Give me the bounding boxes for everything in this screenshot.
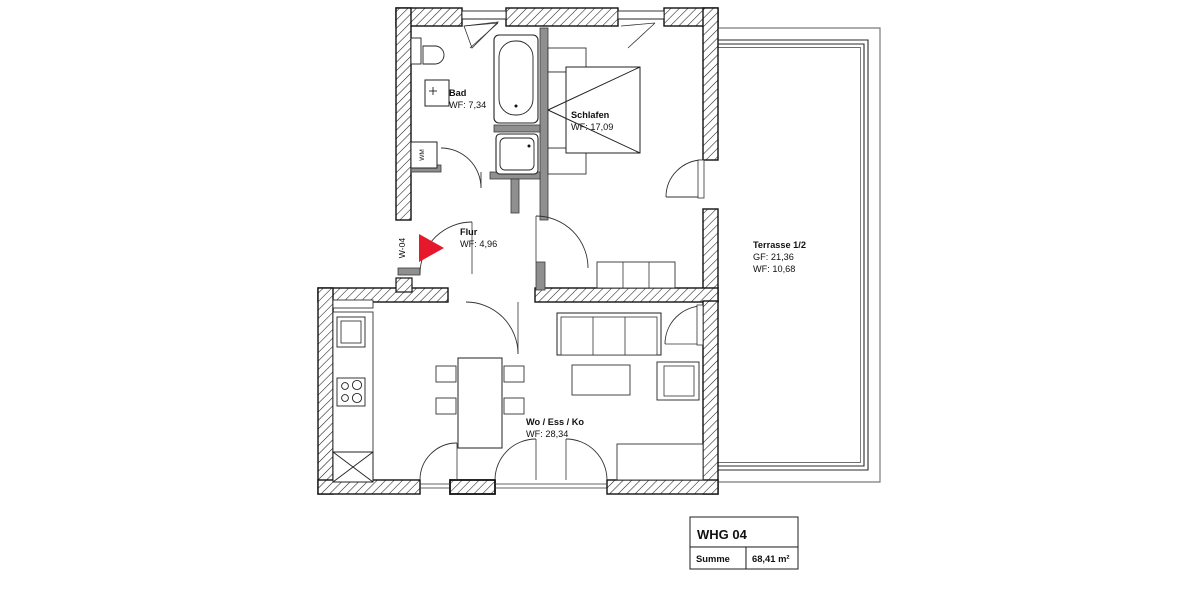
room-label-schlafen-area: WF: 17,09 [571, 122, 613, 132]
window-top-1 [461, 10, 507, 49]
windows [461, 10, 665, 49]
dining-furniture [435, 357, 525, 449]
red-triangle-marker [419, 234, 444, 262]
kitchen-upper-cabinet-icon [332, 299, 374, 309]
wall-entrance-jamb [395, 277, 413, 293]
armchair-icon [656, 361, 700, 401]
bottom-doors [419, 438, 608, 489]
interior-wall-entry-sill [397, 267, 421, 276]
washing-machine-icon: WM [410, 141, 438, 169]
terrace-rail-inner [716, 43, 865, 467]
toilet-icon [410, 37, 445, 65]
legend-row-value-text: 68,41 m² [752, 553, 790, 564]
bedroom-door-swing [665, 159, 705, 199]
bedroom-furniture [547, 47, 705, 199]
dining-chair-3 [503, 365, 525, 383]
dining-chair-1 [435, 365, 457, 383]
room-label-wohnen-name: Wo / Ess / Ko [526, 417, 584, 427]
hall-elements: W-04 [397, 215, 589, 355]
sink-icon [424, 79, 450, 107]
room-label-flur-area: WF: 4,96 [460, 239, 497, 249]
wall-top-segment-2 [505, 7, 619, 27]
wall-left-upper [395, 7, 412, 221]
kitchen-furniture [332, 299, 374, 483]
cooktop-icon [336, 377, 366, 407]
terrace-rail-third [716, 47, 861, 463]
exterior-walls [317, 7, 719, 495]
interior-wall-bath-bedroom [539, 27, 549, 221]
wall-right-upper-a [702, 7, 719, 161]
bed-headboard-icon [547, 71, 567, 149]
low-unit-icon [616, 443, 704, 481]
interior-wall-tub-shower [493, 124, 541, 133]
wall-left-lower [317, 287, 334, 495]
wall-bottom-segment-3 [606, 479, 719, 495]
legend-title-cell [689, 516, 799, 548]
patio-door-single [419, 442, 458, 489]
room-label-bad-name: Bad [449, 88, 466, 98]
terrace-outer-edge [716, 27, 881, 483]
room-labels: Bad WF: 7,34 Schlafen WF: 17,09 Flur WF:… [449, 88, 806, 439]
dining-chair-2 [435, 397, 457, 415]
legend-row-label-text: Summe [696, 553, 730, 564]
sideboard-icon [596, 261, 676, 289]
kitchen-sink-icon [336, 316, 366, 348]
dining-chair-4 [503, 397, 525, 415]
room-label-flur-name: Flur [460, 227, 478, 237]
interior-wall-living-jamb [535, 261, 546, 291]
sofa-icon [556, 312, 662, 356]
wall-mid-right [534, 287, 719, 303]
room-label-bad-area: WF: 7,34 [449, 100, 486, 110]
terrace-label-net: WF: 10,68 [753, 264, 795, 274]
bed-icon [547, 66, 641, 154]
wall-bottom-segment-2 [449, 479, 496, 495]
bathroom-fixtures: WM [410, 34, 539, 189]
living-door-swing-lower [465, 301, 519, 355]
bathtub-icon [493, 34, 539, 124]
terrace-rail-outer [716, 39, 869, 471]
coffee-table-icon [571, 364, 631, 396]
hall-to-living-door-swing [535, 215, 589, 269]
entrance-door-swing [419, 221, 473, 275]
terrace-door-swing [664, 304, 704, 346]
terrace-label-gross: GF: 21,36 [753, 252, 794, 262]
patio-door-double [494, 438, 608, 489]
washing-machine-label: WM [419, 149, 426, 161]
entrance-door-tag: W-04 [397, 238, 407, 259]
living-furniture [556, 261, 704, 481]
room-label-wohnen-area: WF: 28,34 [526, 429, 568, 439]
dining-table-icon [457, 357, 503, 449]
interior-wall-hall-stub [510, 178, 520, 214]
fridge-icon [332, 451, 374, 483]
shower-icon [495, 133, 539, 175]
room-label-schlafen-name: Schlafen [571, 110, 610, 120]
terrace-label-name: Terrasse 1/2 [753, 240, 806, 250]
window-top-2 [617, 10, 665, 49]
terrace-area [716, 27, 881, 483]
legend-box: WHG 04 Summe 68,41 m² [689, 516, 799, 570]
bath-door-swing [440, 147, 482, 189]
wall-right-upper-b [702, 208, 719, 302]
legend-title-text: WHG 04 [697, 527, 748, 542]
legend-row-value-cell [745, 546, 799, 570]
wall-right-lower [702, 300, 719, 495]
